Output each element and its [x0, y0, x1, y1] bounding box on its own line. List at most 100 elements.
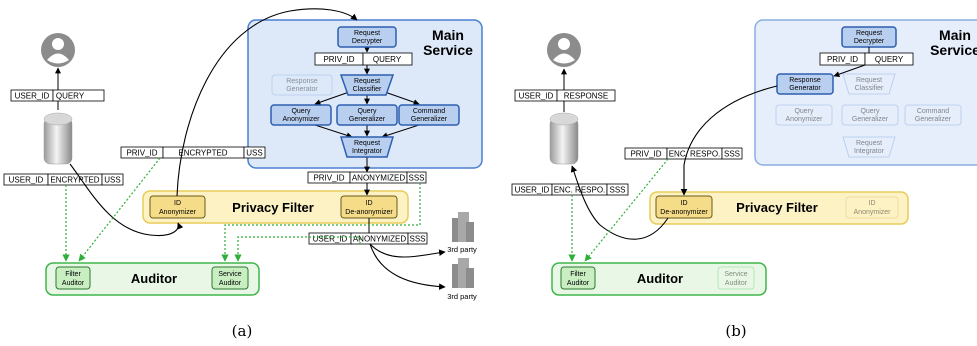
request-integrator-label-1: Request: [856, 140, 882, 147]
id-anonymizer-label-2: Anonymizer: [854, 209, 892, 216]
response-generator-label-2: Generator: [789, 85, 821, 92]
service-auditor-label-2: Auditor: [725, 280, 748, 287]
panel-a: Main Service Request Decrypter PRIV_ID Q…: [3, 8, 483, 340]
query-anonymizer-node: [270, 104, 332, 126]
message-user-anonymized: USER_ID ANONYMIZED SSS: [308, 232, 428, 245]
response-generator-label-2: Generator: [286, 86, 318, 93]
user-id-field: USER_ID: [9, 176, 44, 185]
user-id-field: USER_ID: [519, 92, 554, 101]
filter-auditor-label-1: Filter: [65, 271, 81, 278]
message-priv-query: PRIV_ID QUERY: [314, 52, 413, 66]
message-user-encrypted: USER_ID ENCRYPTED USS: [3, 173, 124, 186]
privacy-filter-title: Privacy Filter: [232, 200, 314, 215]
command-generalizer-label-1: Command: [917, 108, 949, 115]
query-anonymizer-label-2: Anonymizer: [786, 116, 824, 123]
query-anonymizer-label-1: Query: [794, 108, 814, 115]
request-classifier-label-2: Classifier: [353, 86, 382, 93]
sss-field: SSS: [409, 235, 425, 244]
response-generator-label-1: Response: [286, 78, 318, 85]
priv-id-field: PRIV_ID: [126, 149, 157, 158]
encrypted-field: ENCRYPTED: [50, 176, 99, 185]
request-integrator-node: [339, 136, 395, 158]
audit-lines: [62, 157, 421, 262]
query-generalizer-label-1: Query: [860, 108, 880, 115]
audit-lines: [568, 158, 669, 262]
panel-b: Main Service Request Decrypter PRIV_ID Q…: [511, 19, 977, 340]
service-auditor-label-1: Service: [724, 271, 747, 278]
filter-auditor-label-1: Filter: [570, 271, 586, 278]
query-anonymizer-node: [775, 104, 833, 126]
privacy-filter-box: [649, 191, 909, 225]
main-service-title-line2: Service: [930, 42, 977, 58]
user-id-field: USER_ID: [15, 92, 50, 101]
third-party-label-2: 3rd party: [447, 292, 477, 301]
id-deanonymizer-label-2: De-anonymizer: [345, 209, 393, 216]
message-user-query: USER_ID QUERY: [10, 89, 105, 102]
third-party-label-1: 3rd party: [447, 245, 477, 254]
priv-id-field: PRIV_ID: [313, 174, 344, 183]
message-priv-encrypted: PRIV_ID ENCRYPTED USS: [120, 146, 266, 159]
inactive-service-nodes: Request Classifier Query Anonymizer Quer…: [775, 73, 962, 158]
main-service-title-line1: Main: [939, 27, 971, 43]
user-id-field: USER_ID: [515, 186, 550, 195]
message-priv-query: PRIV_ID QUERY: [819, 52, 914, 66]
auditor-title: Auditor: [131, 271, 177, 286]
filter-auditor-node: [55, 266, 91, 290]
building-stack-icon: [452, 258, 474, 288]
command-generalizer-label-1: Command: [413, 108, 445, 115]
request-classifier-label-2: Classifier: [855, 85, 884, 92]
service-arrows: [314, 46, 420, 173]
command-generalizer-label-2: Generalizer: [411, 116, 448, 123]
privacy-filter-title: Privacy Filter: [736, 200, 818, 215]
command-generalizer-label-2: Generalizer: [915, 116, 952, 123]
user-id-field: USER_ID: [313, 235, 348, 244]
id-anonymizer-node: ID Anonymizer: [845, 196, 899, 219]
message-priv-anonymized: PRIV_ID ANONYMIZED SSS: [307, 171, 427, 184]
smart-speaker-icon: [43, 112, 73, 165]
response-generator-label-1: Response: [789, 77, 821, 84]
priv-id-field: PRIV_ID: [630, 150, 661, 159]
id-deanonymizer-node: [655, 195, 713, 219]
response-generator-node: Response Generator: [271, 74, 333, 96]
id-deanonymizer-label-2: De-anonymizer: [660, 209, 708, 216]
query-generalizer-node: [841, 104, 899, 126]
id-deanonymizer-label-1: ID: [366, 200, 373, 207]
flow-curves: [69, 8, 446, 290]
main-service-title-line2: Service: [423, 42, 473, 58]
request-classifier-label-1: Request: [354, 78, 380, 85]
request-classifier-node: [339, 74, 395, 96]
query-anonymizer-label-1: Query: [291, 108, 311, 115]
query-generalizer-label-2: Generalizer: [349, 116, 386, 123]
user-avatar-icon: [547, 33, 581, 67]
query-to-generator: [833, 64, 866, 78]
request-decrypter-label-2: Decrypter: [352, 38, 383, 45]
service-auditor-label-1: Service: [218, 271, 241, 278]
sss-field: SSS: [408, 174, 424, 183]
filter-auditor-node: [560, 266, 596, 290]
request-integrator-label-2: Integrator: [352, 148, 383, 155]
sss-field: SSS: [609, 186, 625, 195]
main-service-title-line1: Main: [432, 27, 464, 43]
query-generalizer-node: [336, 104, 398, 126]
auditor-box: [45, 262, 260, 296]
auditor-title: Auditor: [637, 271, 683, 286]
message-user-response: USER_ID RESPONSE: [514, 89, 616, 102]
request-classifier-node: [842, 73, 896, 95]
flow-curves: [570, 85, 778, 240]
message-user-enc: USER_ID ENC. RESPO. SSS: [511, 183, 629, 196]
encrypted-field: ENCRYPTED: [178, 149, 227, 158]
priv-id-field: PRIV_ID: [827, 55, 858, 64]
anonymized-field: ANONYMIZED: [353, 235, 407, 244]
id-anonymizer-label-1: ID: [174, 200, 181, 207]
query-field: QUERY: [56, 92, 85, 101]
filter-auditor-label-2: Auditor: [567, 280, 590, 287]
enc-response-field: ENC. RESPO.: [554, 186, 606, 195]
request-decrypter-node: [337, 26, 397, 48]
request-integrator-label-2: Integrator: [854, 148, 885, 155]
message-priv-enc: PRIV_ID ENC. RESPO. SSS: [624, 147, 743, 160]
command-generalizer-node: [398, 104, 460, 126]
query-generalizer-label-2: Generalizer: [852, 116, 889, 123]
caption-b: (b): [725, 322, 746, 340]
query-generalizer-label-1: Query: [357, 108, 377, 115]
